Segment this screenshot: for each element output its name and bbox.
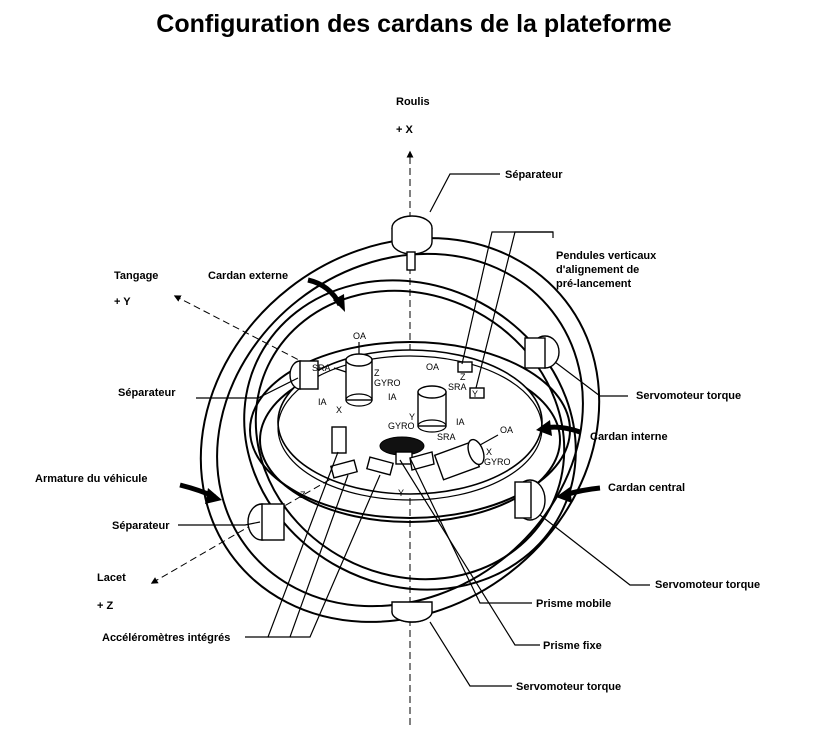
page-title: Configuration des cardans de la platefor…	[156, 10, 672, 38]
torque-motor-bottom-label: Servomoteur torque	[516, 681, 621, 693]
gyro-x: OA SRA IA X GYRO	[433, 417, 513, 481]
moving-prism-label: Prisme mobile	[536, 598, 611, 610]
gyro-z: OA SRA Z GYRO IA X	[312, 331, 401, 415]
accelerometer-z-mark: Z	[300, 490, 306, 500]
gyro-z-name-label: Z	[374, 368, 380, 378]
outer-gimbal-arrow	[307, 277, 345, 312]
pitch-sign-label: + Y	[114, 296, 131, 308]
inner-gimbal-label: Cardan interne	[590, 431, 668, 443]
separator-top	[391, 215, 433, 271]
leader-lines	[178, 173, 650, 687]
gyro-x-ia-label: IA	[456, 417, 465, 427]
torque-motor-right	[524, 335, 560, 369]
torque-motor-lower-right-label: Servomoteur torque	[655, 579, 760, 591]
gyro-y-name-label: Y	[409, 412, 415, 422]
pendulum-y-mark: Y	[472, 389, 478, 399]
annotation-labels: Roulis + X Tangage + Y Lacet + Z Séparat…	[35, 96, 760, 693]
gyro-z-gyro-label: GYRO	[374, 378, 401, 388]
prism-assembly	[379, 436, 435, 471]
gyro-z-oa-label: OA	[353, 331, 366, 341]
gyro-x-gyro-label: GYRO	[484, 457, 511, 467]
separator-left	[289, 360, 319, 390]
gyro-z-sra-label: SRA	[312, 363, 331, 373]
gyro-y-ia-label: IA	[388, 392, 397, 402]
accelerometers: Z Y	[300, 426, 404, 500]
gyro-y-gyro-label: GYRO	[388, 421, 415, 431]
yaw-label: Lacet	[97, 572, 126, 584]
separator-top-label: Séparateur	[505, 169, 563, 181]
middle-gimbal-arrow	[556, 485, 601, 503]
gyro-x-name-label: X	[486, 447, 492, 457]
gyro-y: OA SRA IA Y GYRO	[388, 362, 467, 433]
torque-motor-right-label: Servomoteur torque	[636, 390, 741, 402]
pitch-label: Tangage	[114, 270, 158, 282]
middle-gimbal-label: Cardan central	[608, 482, 685, 494]
fixed-prism-label: Prisme fixe	[543, 640, 602, 652]
gyro-y-oa-label: OA	[426, 362, 439, 372]
accelerometers-label: Accéléromètres intégrés	[102, 632, 230, 644]
pendulums-label-line3: pré-lancement	[556, 278, 632, 290]
accelerometer-y-mark: Y	[398, 488, 404, 498]
yaw-sign-label: + Z	[97, 600, 113, 612]
torque-motor-bottom	[391, 601, 433, 623]
pendulums-label-line1: Pendules verticaux	[556, 250, 657, 262]
roll-sign-label: + X	[396, 124, 413, 136]
separator-lower-left-label: Séparateur	[112, 520, 170, 532]
vehicle-frame-label: Armature du véhicule	[35, 473, 147, 485]
separator-lower-left	[247, 503, 285, 541]
roll-label: Roulis	[396, 96, 430, 108]
inner-gimbal-arrow	[536, 420, 581, 436]
gyro-z-axis-label: X	[336, 405, 342, 415]
vehicle-frame-arrow	[179, 482, 222, 504]
pendulums-label-line2: d'alignement de	[556, 264, 639, 276]
gyro-x-sra-label: SRA	[437, 432, 456, 442]
vertical-pendulums: Z Y	[457, 361, 485, 399]
torque-motor-lower-right	[514, 479, 546, 521]
pendulum-z-mark: Z	[460, 372, 466, 382]
gyro-y-sra-label: SRA	[448, 382, 467, 392]
gyro-x-oa-label: OA	[500, 425, 513, 435]
outer-gimbal-label: Cardan externe	[208, 270, 288, 282]
gyro-z-ia-label: IA	[318, 397, 327, 407]
separator-left-label: Séparateur	[118, 387, 176, 399]
